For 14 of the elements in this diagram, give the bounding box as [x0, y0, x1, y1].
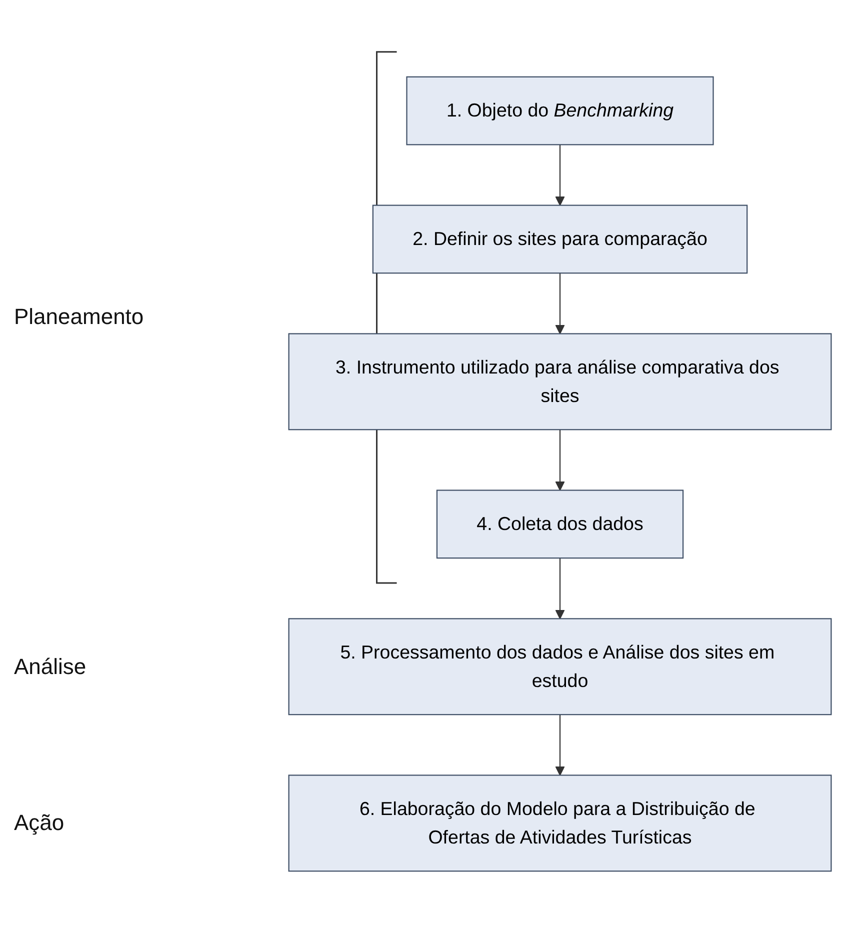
- arrow: [555, 144, 565, 206]
- arrow: [555, 430, 565, 491]
- phase-label: Ação: [14, 810, 64, 836]
- node-box: 1. Objeto do Benchmarking: [406, 76, 714, 146]
- node-box: 4. Coleta dos dados: [436, 490, 684, 559]
- arrow: [555, 273, 565, 334]
- arrow: [555, 714, 565, 776]
- phase-label: Análise: [14, 654, 86, 680]
- arrow: [555, 558, 565, 620]
- node-box: 6. Elaboração do Modelo para a Distribuição de Ofertas de Atividades Turísticas: [288, 774, 832, 872]
- phase-label: Planeamento: [14, 304, 144, 330]
- node-box: 3. Instrumento utilizado para análise comparativa dos sites: [288, 333, 832, 430]
- node-box: 5. Processamento dos dados e Análise dos sites em estudo: [288, 618, 832, 716]
- node-box: 2. Definir os sites para comparação: [372, 204, 748, 274]
